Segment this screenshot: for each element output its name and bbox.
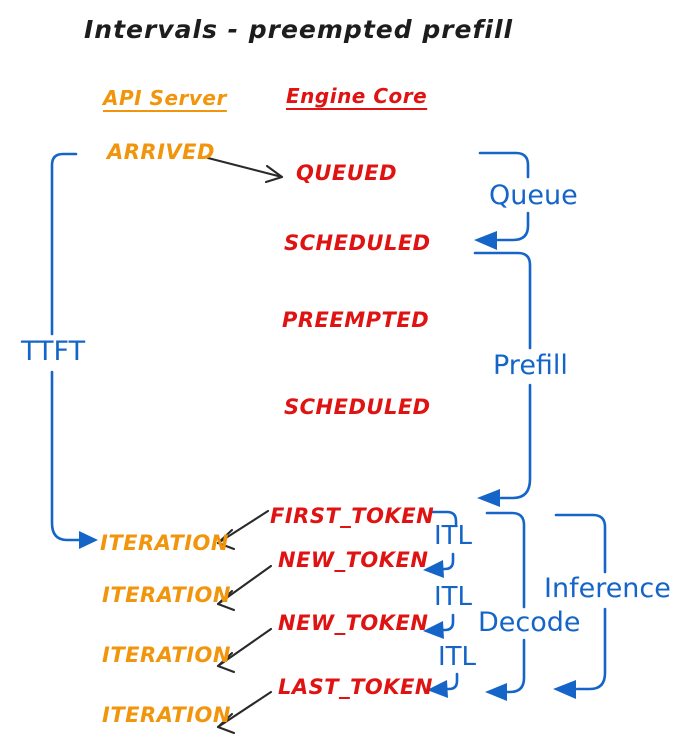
interval-decode-label: Decode [478,607,581,638]
decode-bracket [485,511,526,701]
itl-hook-arrow-3 [427,672,459,698]
itl-bracket-corner [429,510,458,526]
engine-core-header: Engine Core [286,84,428,108]
interval-ttft-label: TTFT [21,336,86,367]
ttft-arrowhead [79,531,98,549]
itl-hook-arrow-1 [423,552,455,578]
event-iteration-2: ITERATION [102,583,231,607]
first-token-to-iteration-arrow [216,509,270,551]
last-token-to-iteration-arrow [216,690,273,735]
event-queued: QUEUED [296,161,398,185]
interval-queue-label: Queue [489,180,578,211]
event-first-token: FIRST_TOKEN [270,504,435,528]
inference-arrowhead [553,680,576,699]
decode-arrowhead [485,683,507,701]
interval-itl-label-2: ITL [434,582,473,612]
event-iteration-4: ITERATION [102,703,231,727]
diagram-title: Intervals - preempted prefill [84,15,514,44]
event-last-token: LAST_TOKEN [278,675,433,699]
arrived-to-queued-arrow [206,156,284,184]
prefill-arrowhead [477,489,500,507]
event-new-token-2: NEW_TOKEN [278,611,429,635]
new-token2-to-iteration-arrow [216,627,273,674]
event-iteration-3: ITERATION [102,643,231,667]
prefill-bracket [473,251,532,507]
ttft-bracket [50,152,98,549]
interval-inference-label: Inference [544,573,671,604]
inference-bracket [553,513,607,699]
itl-hook-arrow-2 [423,613,455,639]
interval-prefill-label: Prefill [493,350,568,381]
event-arrived: ARRIVED [107,140,215,164]
interval-itl-label-1: ITL [434,521,473,551]
queue-bracket [474,151,530,250]
event-new-token-1: NEW_TOKEN [278,548,429,572]
interval-itl-label-3: ITL [438,642,477,672]
new-token1-to-iteration-arrow [216,564,273,612]
event-iteration-1: ITERATION [100,531,229,555]
event-preempted: PREEMPTED [282,308,430,332]
event-scheduled-2: SCHEDULED [284,395,431,419]
api-server-header: API Server [103,86,227,110]
queue-arrowhead [474,231,497,250]
event-scheduled-1: SCHEDULED [284,231,431,255]
